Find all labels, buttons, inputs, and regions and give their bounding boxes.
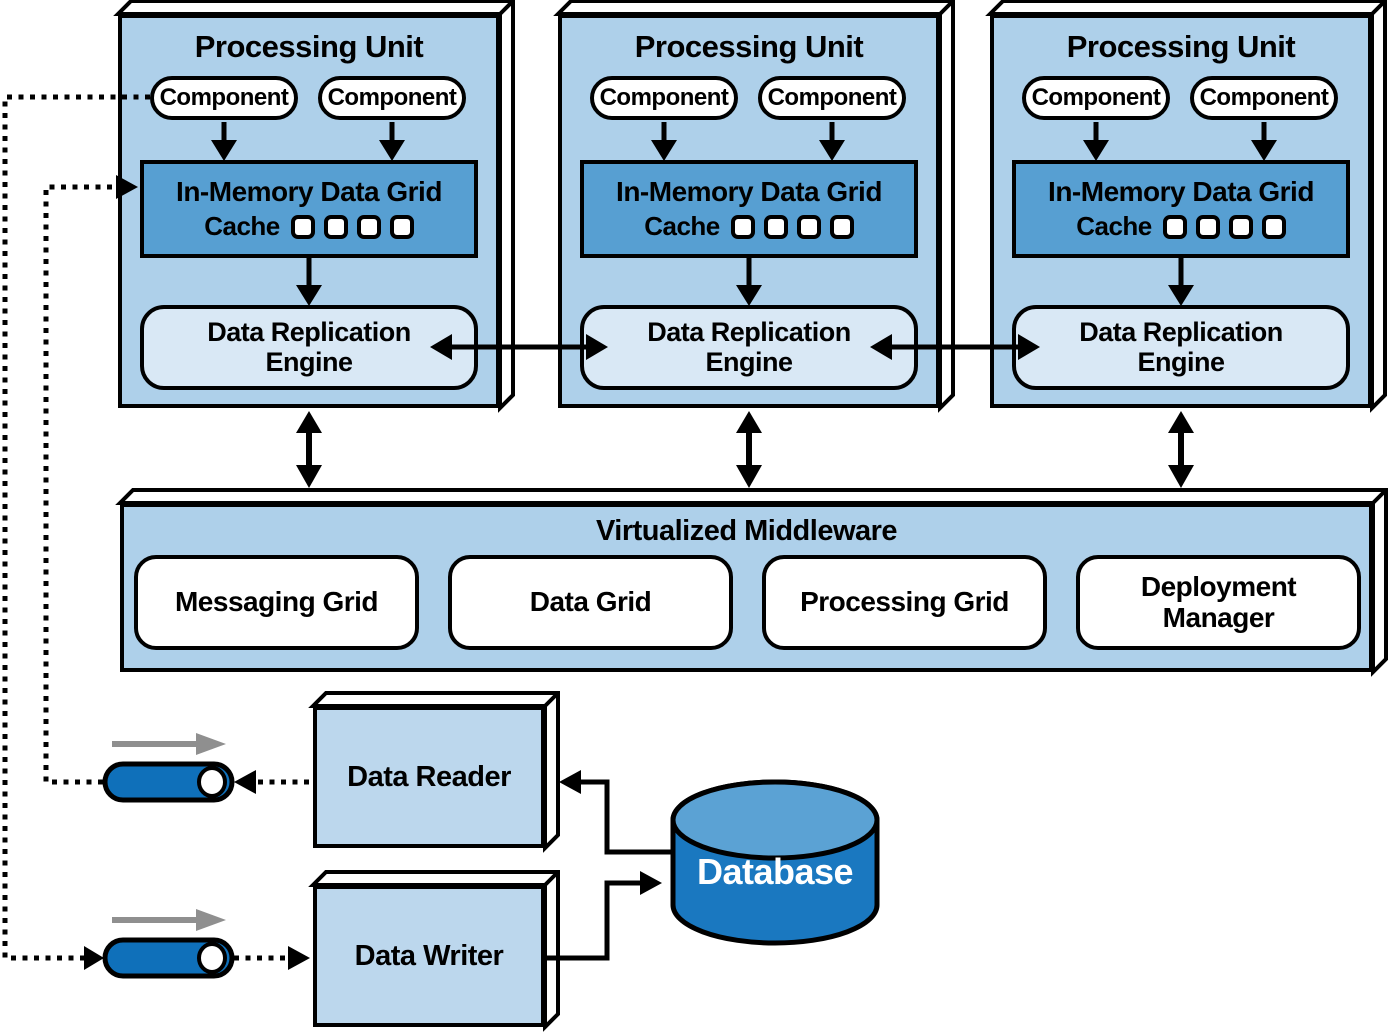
pu1-cache-row: Cache bbox=[204, 211, 414, 242]
virtualized-middleware: Virtualized Middleware Messaging Grid Da… bbox=[120, 503, 1373, 672]
pu2-data-replication-engine: Data Replication Engine bbox=[580, 305, 918, 390]
pu1-in-memory-data-grid: In-Memory Data Grid Cache bbox=[140, 160, 478, 258]
service-data-grid: Data Grid bbox=[448, 555, 733, 650]
service-processing-grid: Processing Grid bbox=[762, 555, 1047, 650]
pu2-component-1: Component bbox=[590, 76, 738, 120]
writer-to-database-link bbox=[547, 880, 640, 961]
pu1-component-2: Component bbox=[318, 76, 466, 120]
processing-unit-1-title: Processing Unit bbox=[194, 29, 424, 64]
cache-slot bbox=[356, 214, 381, 239]
processing-unit-2: Processing Unit Component Component In-M… bbox=[558, 14, 940, 408]
database-link-arrowheads bbox=[559, 770, 662, 895]
gray-direction-arrow bbox=[196, 733, 226, 755]
database-links bbox=[547, 779, 673, 961]
arrowhead-into-reader-pipe bbox=[234, 770, 256, 794]
cache-slot bbox=[1195, 214, 1220, 239]
service-messaging-grid: Messaging Grid bbox=[134, 555, 419, 650]
pu1-cache-label: Cache bbox=[204, 211, 280, 241]
cache-slot bbox=[763, 214, 788, 239]
data-grid-label: Data Grid bbox=[529, 586, 652, 618]
pu3-engine-label: Data Replication Engine bbox=[1079, 316, 1283, 377]
cache-slot bbox=[323, 214, 348, 239]
pu3-in-memory-data-grid: In-Memory Data Grid Cache bbox=[1012, 160, 1350, 258]
pu-middleware-arrows bbox=[296, 411, 1194, 488]
pu1-component-1: Component bbox=[150, 76, 298, 120]
pu1-data-replication-engine: Data Replication Engine bbox=[140, 305, 478, 390]
arrowhead-into-database bbox=[640, 871, 662, 895]
pu3-cache-row: Cache bbox=[1076, 211, 1286, 242]
pu3-data-replication-engine: Data Replication Engine bbox=[1012, 305, 1350, 390]
processing-unit-3-title: Processing Unit bbox=[1066, 29, 1296, 64]
pu2-imdg-title: In-Memory Data Grid bbox=[616, 176, 882, 207]
cache-slot bbox=[389, 214, 414, 239]
pu2-cache-label: Cache bbox=[644, 211, 720, 241]
pu2-engine-label: Data Replication Engine bbox=[647, 316, 851, 377]
cache-slot bbox=[1162, 214, 1187, 239]
processing-grid-label: Processing Grid bbox=[800, 586, 1009, 618]
deployment-manager-label: Deployment Manager bbox=[1140, 570, 1297, 633]
pu2-component-2: Component bbox=[758, 76, 906, 120]
pu3-cache-label: Cache bbox=[1076, 211, 1152, 241]
cache-slot bbox=[1261, 214, 1286, 239]
database-to-reader-link bbox=[581, 779, 673, 855]
reader-queue-pipe bbox=[102, 733, 235, 803]
writer-queue-pipe bbox=[102, 909, 235, 979]
arrowhead-into-data-writer bbox=[288, 946, 310, 970]
cache-slot bbox=[730, 214, 755, 239]
data-writer: Data Writer bbox=[313, 885, 545, 1027]
service-deployment-manager: Deployment Manager bbox=[1076, 555, 1361, 650]
processing-unit-2-title: Processing Unit bbox=[634, 29, 864, 64]
gray-direction-arrow bbox=[196, 909, 226, 931]
pu3-component-1: Component bbox=[1022, 76, 1170, 120]
pu2-in-memory-data-grid: In-Memory Data Grid Cache bbox=[580, 160, 918, 258]
processing-unit-1: Processing Unit Component Component In-M… bbox=[118, 14, 500, 408]
middleware-title: Virtualized Middleware bbox=[595, 514, 898, 547]
cache-slot bbox=[829, 214, 854, 239]
pu1-imdg-title: In-Memory Data Grid bbox=[176, 176, 442, 207]
pu1-engine-label: Data Replication Engine bbox=[207, 316, 411, 377]
data-writer-label: Data Writer bbox=[354, 939, 504, 972]
pu3-component-2: Component bbox=[1190, 76, 1338, 120]
pu3-imdg-title: In-Memory Data Grid bbox=[1048, 176, 1314, 207]
processing-unit-3: Processing Unit Component Component In-M… bbox=[990, 14, 1372, 408]
cache-slot bbox=[290, 214, 315, 239]
cache-slot bbox=[1228, 214, 1253, 239]
arrowhead-into-data-reader bbox=[559, 770, 581, 794]
data-reader: Data Reader bbox=[313, 706, 545, 848]
cache-slot bbox=[796, 214, 821, 239]
data-reader-label: Data Reader bbox=[347, 760, 511, 793]
arrowhead-into-writer-pipe bbox=[84, 946, 104, 970]
messaging-grid-label: Messaging Grid bbox=[174, 586, 379, 618]
pu2-cache-row: Cache bbox=[644, 211, 854, 242]
database-label: Database bbox=[696, 851, 854, 892]
reader-to-grid-dotted bbox=[43, 184, 116, 785]
